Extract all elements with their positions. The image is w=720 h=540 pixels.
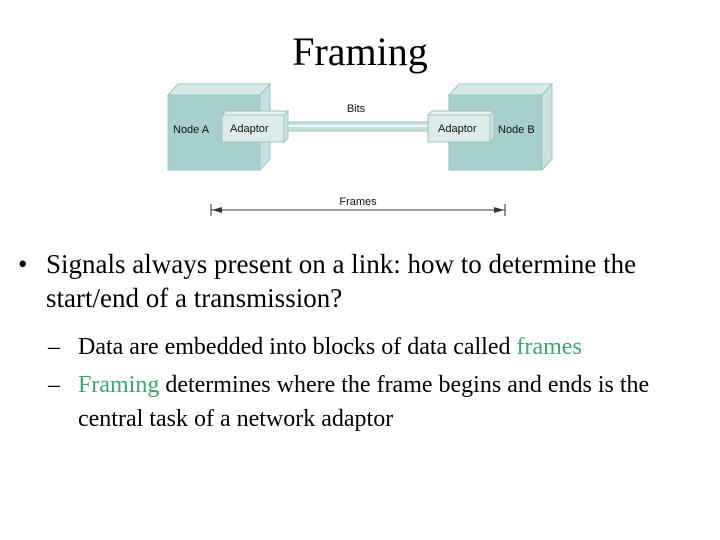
node-a-box xyxy=(166,82,272,172)
node-b-label: Node B xyxy=(498,124,535,136)
highlight-frames: frames xyxy=(516,334,582,360)
sub-text-after: determines where the frame begins and en… xyxy=(78,372,650,432)
adaptor-a-box xyxy=(220,109,290,144)
adaptor-a-label: Adaptor xyxy=(230,123,269,135)
sub-bullet-marker: – xyxy=(48,334,60,360)
slide-title: Framing xyxy=(292,29,428,74)
bullet-marker: • xyxy=(18,249,28,279)
frames-label: Frames xyxy=(339,196,377,208)
bullet-text: Signals always present on a link: how to… xyxy=(46,249,637,313)
frames-arrow xyxy=(210,204,506,216)
sub-bullet-marker: – xyxy=(48,372,60,398)
highlight-framing: Framing xyxy=(78,372,160,398)
sub-bullet-text: Data are embedded into blocks of data ca… xyxy=(78,330,718,364)
framing-diagram: Node A Adaptor Adaptor Node B Bits Frame… xyxy=(166,82,554,216)
link-bits xyxy=(287,121,429,132)
node-a-label: Node A xyxy=(173,124,210,136)
adaptor-b-label: Adaptor xyxy=(438,123,477,135)
bits-label: Bits xyxy=(347,103,366,115)
adaptor-b-box xyxy=(426,109,496,144)
sub-bullet-text: Framing determines where the frame begin… xyxy=(78,368,718,436)
sub-text-before: Data are embedded into blocks of data ca… xyxy=(78,334,517,360)
